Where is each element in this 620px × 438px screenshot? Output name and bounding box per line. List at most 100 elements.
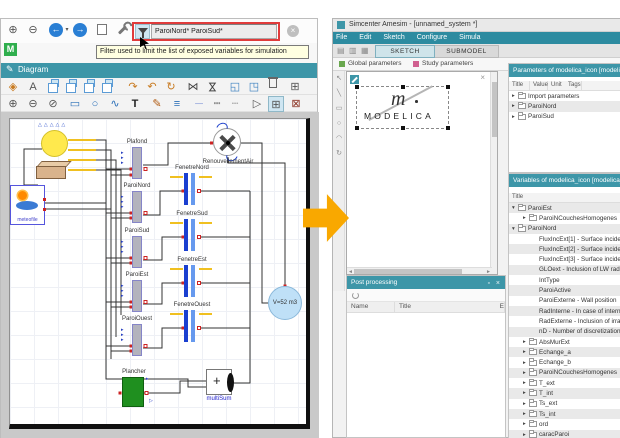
flip-horizontal-icon[interactable]: ⋈ xyxy=(187,81,199,93)
variable-row[interactable]: RadInterne - In case of internal wall, i… xyxy=(509,305,620,317)
air-volume-component[interactable]: V=52 m3 xyxy=(268,286,302,320)
expander-icon[interactable]: ▾ xyxy=(512,225,515,232)
diagram-page[interactable]: △△△△△ meteofile Plafond ▸▸▸ ParoiNord ▸▸ xyxy=(9,118,310,429)
filter-icon[interactable] xyxy=(135,24,150,39)
forward-arrow-icon[interactable]: → xyxy=(73,23,87,37)
expander-icon[interactable]: ▸ xyxy=(523,411,526,418)
rotate-90-icon[interactable]: ↻ xyxy=(166,81,176,93)
rotate-left-icon[interactable]: ↶ xyxy=(147,81,157,93)
delete-icon[interactable] xyxy=(268,77,278,88)
expander-icon[interactable]: ▸ xyxy=(523,380,526,387)
connect-mode-icon[interactable]: ▷ xyxy=(252,98,262,110)
sketch-canvas[interactable]: × m MODELICA ◄ ► xyxy=(346,71,498,275)
column-header[interactable]: Value xyxy=(530,81,548,90)
variable-filter-input[interactable] xyxy=(151,24,277,39)
variable-row[interactable]: ▸ T_int xyxy=(509,388,620,399)
parameter-row[interactable]: ▸ ParoiNord xyxy=(509,101,620,112)
modelica-logo-block[interactable]: m MODELICA xyxy=(355,85,450,130)
wrench-icon[interactable] xyxy=(117,25,128,35)
expander-icon[interactable]: ▸ xyxy=(512,93,515,100)
tab-global-parameters[interactable]: Global parameters xyxy=(348,60,402,67)
arc-tool-icon[interactable]: ◠ xyxy=(335,135,343,142)
expander-icon[interactable]: ▸ xyxy=(512,113,515,120)
sun-component[interactable] xyxy=(41,130,68,157)
rectangle-tool-icon[interactable]: ▭ xyxy=(69,98,81,110)
text-style-icon[interactable]: A xyxy=(29,81,37,93)
menu-item[interactable]: Edit xyxy=(359,34,372,41)
wall-paroiest[interactable] xyxy=(132,280,142,312)
refresh-icon[interactable] xyxy=(352,292,359,299)
variable-row[interactable]: ▸ Echange_a xyxy=(509,347,620,358)
flip-vertical-icon[interactable]: ⋈ xyxy=(206,81,218,93)
multisum-component[interactable]: + xyxy=(206,369,234,395)
variable-row[interactable]: ▸ Ts_int xyxy=(509,408,620,420)
polyline-tool-icon[interactable]: ∿ xyxy=(110,98,120,110)
expander-icon[interactable]: ▸ xyxy=(523,349,526,356)
variable-row[interactable]: ▾ ParoiNord xyxy=(509,223,620,234)
meteofile-component[interactable]: meteofile xyxy=(10,185,46,225)
wall-plafond[interactable] xyxy=(132,147,142,179)
floor-component[interactable] xyxy=(122,377,144,407)
line-tool-icon[interactable]: ╲ xyxy=(336,90,342,97)
bring-to-front-icon[interactable] xyxy=(48,79,59,93)
clear-filter-icon[interactable]: × xyxy=(287,25,299,37)
line-dashed-icon[interactable]: ┅ xyxy=(213,98,221,110)
selection-handle[interactable] xyxy=(446,85,450,89)
column-header[interactable]: Title xyxy=(509,81,530,90)
variable-row[interactable]: ▸ ParoiNCouchesHomogenes xyxy=(509,213,620,223)
selection-handle[interactable] xyxy=(401,85,405,89)
column-header[interactable]: E xyxy=(496,302,505,312)
refresh-tool-icon[interactable]: ↻ xyxy=(336,150,342,157)
variable-row[interactable]: ▸ Ts_ext xyxy=(509,399,620,409)
window-fenetreouest[interactable] xyxy=(184,310,198,342)
line-solid-icon[interactable]: ─ xyxy=(195,98,203,110)
zoom-out-icon[interactable]: ⊖ xyxy=(28,24,38,36)
wall-paroisud[interactable] xyxy=(132,236,142,268)
selection-handle[interactable] xyxy=(355,126,359,130)
duplicate-icon[interactable] xyxy=(97,24,107,35)
scroll-right-icon[interactable]: ► xyxy=(486,269,491,275)
selection-handle[interactable] xyxy=(355,85,359,89)
wall-paroiouest[interactable] xyxy=(132,324,142,356)
variable-row[interactable]: ▾ ParoiEst xyxy=(509,203,620,214)
scrollbar-thumb[interactable] xyxy=(491,82,497,137)
variable-row[interactable]: ▸ ParoiNCouchesHomogenes xyxy=(509,367,620,379)
variable-row[interactable]: FluxIncExt[3] - Surface incident solar f… xyxy=(509,254,620,264)
zoom-in-tool-icon[interactable]: ⊕ xyxy=(8,98,18,110)
scroll-left-icon[interactable]: ◄ xyxy=(348,269,353,275)
variable-row[interactable]: ▸ AbsMurExt xyxy=(509,337,620,347)
ellipse-tool-icon[interactable]: ○ xyxy=(91,98,99,110)
open-file-icon[interactable]: ▥ xyxy=(349,46,357,55)
rotate-right-icon[interactable]: ↷ xyxy=(128,81,138,93)
variable-row[interactable]: nD - Number of discretization slices of … xyxy=(509,326,620,337)
save-file-icon[interactable]: ▦ xyxy=(361,46,369,55)
new-file-icon[interactable]: ▤ xyxy=(337,46,345,55)
bring-forward-icon[interactable] xyxy=(66,79,77,93)
send-backward-icon[interactable] xyxy=(84,79,95,93)
selection-handle[interactable] xyxy=(401,126,405,130)
tab-sketch[interactable]: SKETCH xyxy=(375,45,435,58)
variable-row[interactable]: IntType xyxy=(509,275,620,285)
expander-icon[interactable]: ▸ xyxy=(523,359,526,366)
expander-icon[interactable]: ▸ xyxy=(523,390,526,397)
text-tool-icon[interactable]: T xyxy=(131,98,139,110)
parameter-row[interactable]: ▸ Import parameters xyxy=(509,91,620,101)
expander-icon[interactable]: ▸ xyxy=(523,339,526,345)
variable-row[interactable]: RadExterne - Inclusion of irradiation wh… xyxy=(509,316,620,326)
scrollbar-thumb[interactable] xyxy=(354,268,462,274)
column-header[interactable]: Tags xyxy=(565,81,582,90)
select-tool-icon[interactable]: ↖ xyxy=(336,75,342,82)
column-header[interactable]: Unit xyxy=(551,82,562,88)
panel-window-icons[interactable]: ▫ × xyxy=(487,280,502,287)
menu-item[interactable]: File xyxy=(336,34,348,41)
tab-submodel[interactable]: SUBMODEL xyxy=(435,45,499,58)
modelica-class-icon[interactable]: M xyxy=(4,43,17,56)
line-dotted-icon[interactable]: ┄ xyxy=(231,98,239,110)
variable-row[interactable]: ParoiActive xyxy=(509,285,620,296)
variable-row[interactable]: FluxIncExt[1] - Surface incident solar f… xyxy=(509,234,620,244)
variable-row[interactable]: ParoiExterne - Wall position xyxy=(509,296,620,306)
line-thickness-icon[interactable]: ≡ xyxy=(173,98,181,110)
canvas-close-icon[interactable]: × xyxy=(480,73,485,82)
ground-box-component[interactable] xyxy=(36,166,66,179)
show-grid-icon[interactable]: ⊞ xyxy=(268,96,284,112)
